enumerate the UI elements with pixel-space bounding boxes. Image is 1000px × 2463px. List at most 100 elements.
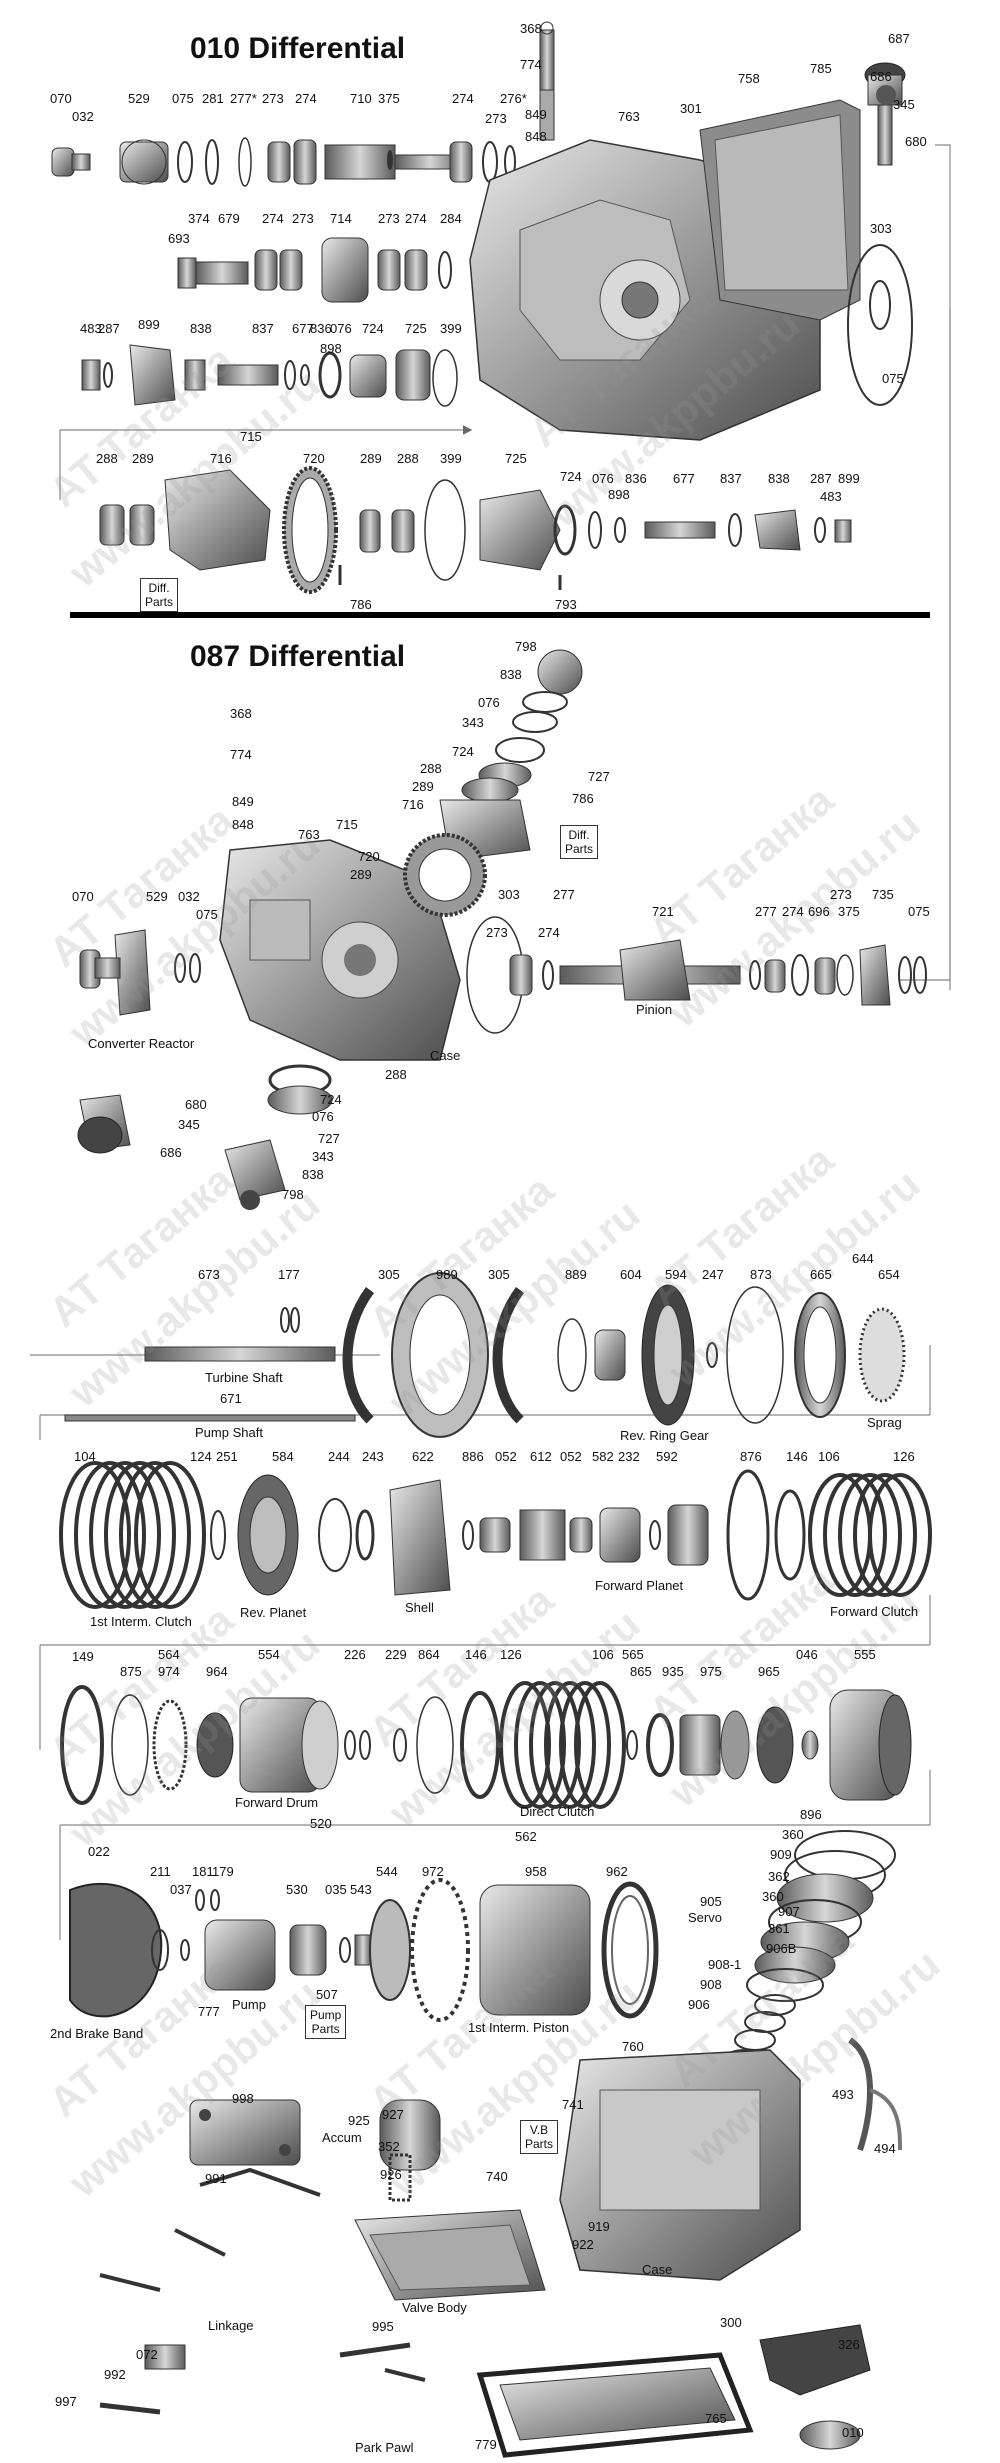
callout-number: 865 (630, 1664, 652, 1679)
callout-number: 725 (505, 451, 527, 466)
callout-number: 361 (768, 1921, 790, 1936)
callout-number: 715 (240, 429, 262, 444)
part-label-shell: Shell (405, 1600, 434, 1615)
callout-number: 908-1 (708, 1957, 742, 1972)
callout-number: 848 (232, 817, 254, 832)
callout-number: 584 (272, 1449, 294, 1464)
callout-number: 301 (680, 101, 702, 116)
callout-number: 785 (810, 61, 832, 76)
callout-number: 070 (72, 889, 94, 904)
callout-number: 765 (705, 2411, 727, 2426)
callout-number: 922 (572, 2237, 594, 2252)
callout-number: 362 (768, 1869, 790, 1884)
callout-number: 873 (750, 1267, 772, 1282)
callout-number: 032 (178, 889, 200, 904)
callout-number: 273 (830, 887, 852, 902)
boxed-line: Diff. (568, 828, 590, 842)
callout-number: 149 (72, 1649, 94, 1664)
callout-number: 612 (530, 1449, 552, 1464)
callout-number: 179 (212, 1864, 234, 1879)
callout-number: 777 (198, 2004, 220, 2019)
callout-number: 273 (378, 211, 400, 226)
callout-number: 368 (520, 21, 542, 36)
callout-number: 303 (498, 887, 520, 902)
part-label-linkage: Linkage (208, 2318, 254, 2333)
callout-number: 671 (220, 1391, 242, 1406)
callout-number: 520 (310, 1816, 332, 1831)
callout-number: 727 (318, 1131, 340, 1146)
callout-number: 995 (372, 2319, 394, 2334)
callout-number: 289 (412, 779, 434, 794)
callout-number: 715 (336, 817, 358, 832)
part-label-sprag: Sprag (867, 1415, 902, 1430)
callout-number: 604 (620, 1267, 642, 1282)
callout-number: 724 (560, 469, 582, 484)
callout-number: 146 (786, 1449, 808, 1464)
callout-number: 483 (80, 321, 102, 336)
callout-number: 974 (158, 1664, 180, 1679)
callout-number: 075 (172, 91, 194, 106)
callout-number: 226 (344, 1647, 366, 1662)
callout-number: 211 (150, 1864, 171, 1879)
callout-number: 740 (486, 2169, 508, 2184)
callout-number: 288 (420, 761, 442, 776)
callout-number: 582 (592, 1449, 614, 1464)
callout-number: 798 (282, 1187, 304, 1202)
boxed-line: Parts (525, 2137, 554, 2151)
part-label-2nd-brake-band: 2nd Brake Band (50, 2026, 144, 2041)
callout-number: 399 (440, 451, 462, 466)
callout-number: 991 (205, 2171, 227, 2186)
callout-number: 273 (262, 91, 284, 106)
callout-number: 716 (402, 797, 424, 812)
callout-number: 838 (302, 1167, 324, 1182)
callout-number: 592 (656, 1449, 678, 1464)
callout-number: 375 (378, 91, 400, 106)
callout-number: 687 (888, 31, 910, 46)
callout-number: 898 (608, 487, 630, 502)
callout-number: 273 (486, 925, 508, 940)
callout-number: 741 (562, 2097, 584, 2112)
callout-number: 555 (854, 1647, 876, 1662)
callout-number: 070 (50, 91, 72, 106)
callout-number: 774 (520, 57, 542, 72)
callout-number: 277 (553, 887, 575, 902)
callout-number: 849 (232, 794, 254, 809)
part-label-forward-drum: Forward Drum (235, 1795, 319, 1810)
callout-number: 326 (838, 2337, 860, 2352)
callout-number: 126 (500, 1647, 522, 1662)
callout-number: 964 (206, 1664, 228, 1679)
callout-number: 046 (796, 1647, 818, 1662)
callout-number: 529 (128, 91, 150, 106)
callout-number: 287 (98, 321, 120, 336)
callout-number: 251 (216, 1449, 238, 1464)
callout-number: 693 (168, 231, 190, 246)
callout-number: 908 (700, 1977, 722, 1992)
callout-number: 075 (196, 907, 218, 922)
callout-number: 375 (838, 904, 860, 919)
callout-number: 779 (475, 2437, 497, 2452)
callout-number: 274 (295, 91, 317, 106)
callout-number: 288 (385, 1067, 407, 1082)
boxed-label-pump-parts: Pump Parts (305, 2005, 347, 2039)
callout-number: 899 (838, 471, 860, 486)
callout-number: 368 (230, 706, 252, 721)
part-label-valve-body: Valve Body (402, 2300, 467, 2315)
callout-number: 925 (348, 2113, 370, 2128)
part-label-converter-reactor: Converter Reactor (88, 1036, 195, 1051)
callout-number: 493 (832, 2087, 854, 2102)
callout-number: 126 (893, 1449, 915, 1464)
callout-number: 303 (870, 221, 892, 236)
callout-number: 399 (440, 321, 462, 336)
boxed-label-diff-parts: Diff. Parts (560, 825, 599, 859)
callout-number: 032 (72, 109, 94, 124)
callout-number: 680 (905, 134, 927, 149)
callout-number: 106 (592, 1647, 614, 1662)
callout-number: 837 (252, 321, 274, 336)
callout-number: 010 (842, 2425, 864, 2440)
callout-number: 276* (500, 91, 527, 106)
callout-number: 836 (310, 321, 332, 336)
callout-number: 926 (380, 2167, 402, 2182)
part-label-pinion: Pinion (636, 1002, 673, 1017)
boxed-line: Parts (311, 2022, 340, 2036)
